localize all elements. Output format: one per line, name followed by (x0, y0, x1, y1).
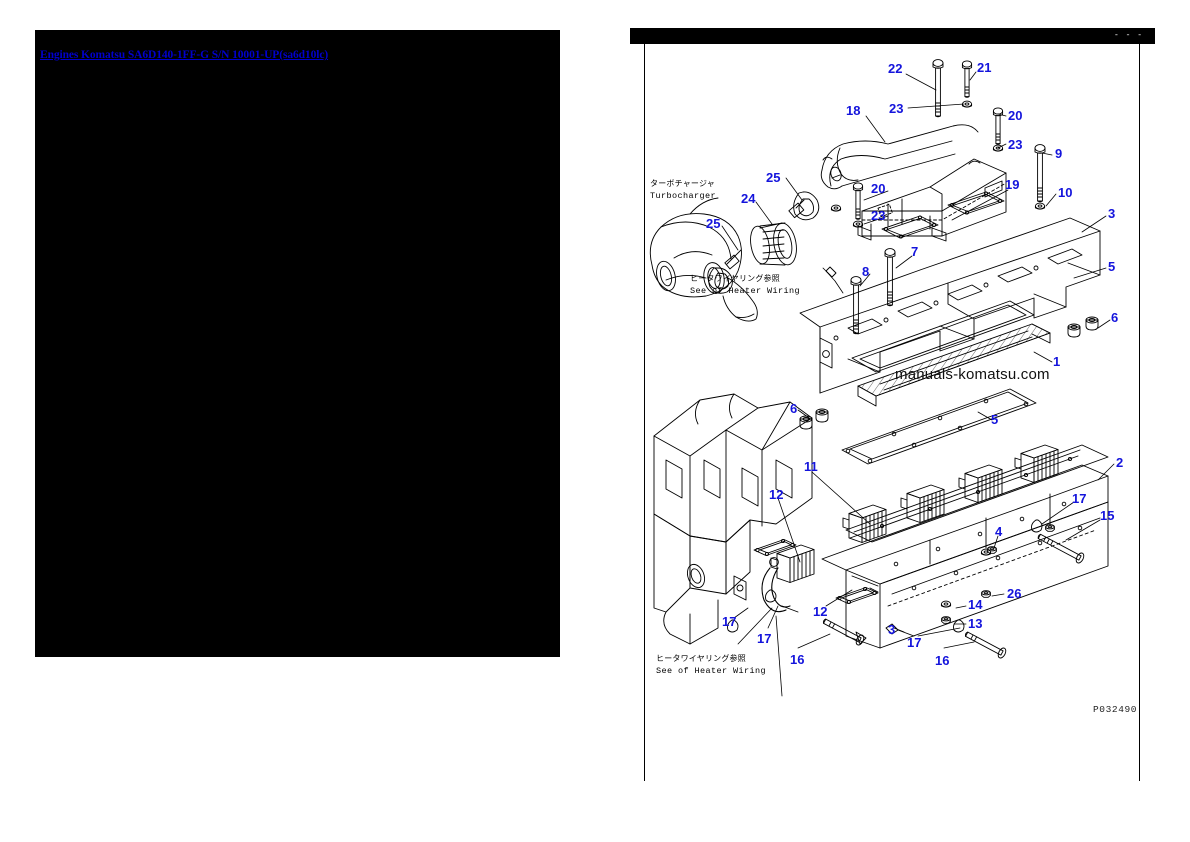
heater-wiring-lower-jp: ヒータワイヤリング参照 (656, 655, 746, 664)
manifold-cover-art (857, 158, 1007, 242)
diagram-header-bar: - - - (630, 28, 1155, 44)
callout-number-24: 24 (741, 191, 756, 206)
callout-number-17: 17 (722, 614, 737, 629)
callout-leader-lines (721, 71, 1115, 697)
intake-elbow-art (820, 124, 979, 190)
heater-wiring-label-upper: ヒータワイヤリング参照 See of Heater Wiring (690, 275, 800, 296)
turbocharger-art (649, 191, 844, 322)
diagram-frame-right-border (1139, 44, 1140, 781)
callout-number-20: 20 (1008, 108, 1023, 123)
callout-number-16: 16 (935, 653, 950, 668)
callout-number-7: 7 (911, 244, 919, 259)
exhaust-manifold-art (821, 444, 1109, 649)
callout-number-5: 5 (1108, 259, 1116, 274)
callout-number-26: 26 (1007, 586, 1022, 601)
heater-wiring-upper-jp: ヒータワイヤリング参照 (690, 275, 780, 284)
callout-number-6: 6 (1111, 310, 1119, 325)
turbocharger-label-en: Turbocharger (650, 190, 717, 201)
callout-number-3: 3 (888, 622, 896, 637)
callout-number-18: 18 (846, 103, 861, 118)
heater-wiring-lower-en: See of Heater Wiring (656, 665, 767, 676)
heater-wiring-label-lower: ヒータワイヤリング参照 See of Heater Wiring (656, 655, 766, 676)
callout-number-1: 1 (1053, 354, 1061, 369)
callout-number-17: 17 (1072, 491, 1087, 506)
callout-number-17: 17 (757, 631, 772, 646)
document-title-link[interactable]: Engines Komatsu SA6D140-1FF-G S/N 10001-… (40, 49, 329, 61)
callout-number-2: 2 (1116, 455, 1124, 470)
callout-number-21: 21 (977, 60, 992, 75)
callout-number-10: 10 (1058, 185, 1073, 200)
callout-number-12: 12 (769, 487, 784, 502)
exploded-parts-illustration (649, 59, 1115, 697)
turbocharger-label: ターボチャージャ Turbocharger (650, 180, 716, 201)
cylinder-head-art (653, 393, 813, 645)
fasteners-art (727, 59, 1085, 659)
callout-number-3: 3 (1108, 206, 1116, 221)
callout-number-9: 9 (1055, 146, 1063, 161)
gasket-19-art (881, 191, 1005, 239)
callout-number-25: 25 (766, 170, 781, 185)
callout-number-22: 22 (888, 61, 903, 76)
callout-number-14: 14 (968, 597, 983, 612)
callout-number-16: 16 (790, 652, 805, 667)
callout-number-17: 17 (907, 635, 922, 650)
diagram-part-code: P032490 (1093, 704, 1138, 715)
turbocharger-label-jp: ターボチャージャ (650, 180, 715, 189)
callout-number-11: 11 (804, 459, 818, 474)
header-code-text: - - - (1113, 31, 1143, 40)
callout-number-5: 5 (991, 412, 999, 427)
callout-number-25: 25 (706, 216, 721, 231)
callout-number-6: 6 (790, 401, 798, 416)
parts-diagram-panel: - - - (630, 28, 1190, 783)
callout-number-8: 8 (862, 264, 870, 279)
diagram-frame-left-border (644, 44, 645, 781)
callout-number-19: 19 (1005, 177, 1020, 192)
heater-wiring-upper-en: See of Heater Wiring (690, 285, 801, 296)
callout-number-13: 13 (968, 616, 983, 631)
callout-number-23: 23 (889, 101, 904, 116)
callout-number-20: 20 (871, 181, 886, 196)
intake-manifold-body-art (799, 217, 1101, 465)
callout-number-23: 23 (871, 208, 886, 223)
callout-number-23: 23 (1008, 137, 1023, 152)
callout-number-4: 4 (995, 524, 1003, 539)
callout-number-12: 12 (813, 604, 828, 619)
left-content-panel: Engines Komatsu SA6D140-1FF-G S/N 10001-… (35, 30, 560, 657)
callout-number-15: 15 (1100, 508, 1115, 523)
